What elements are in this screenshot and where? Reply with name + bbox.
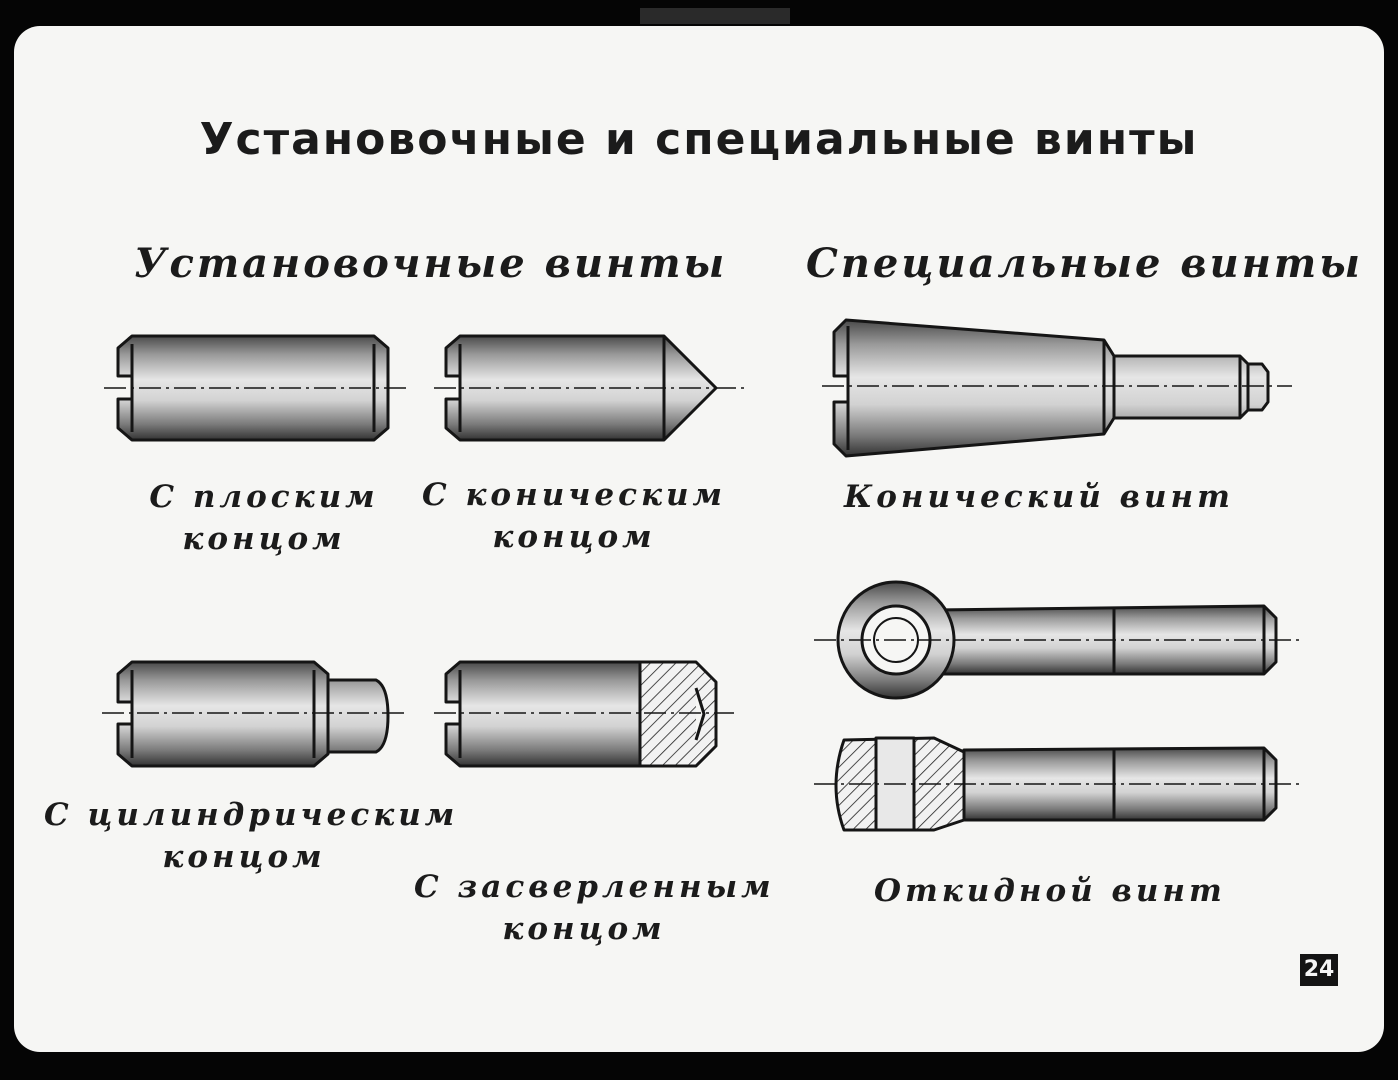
set-screw-cone-end — [434, 334, 744, 442]
caption-flat-end-line2: концом — [182, 521, 346, 557]
caption-flat-end-line1: С плоским — [149, 479, 379, 515]
caption-cone-end-line1: С коническим — [421, 477, 726, 513]
caption-drilled-end: С засверленным концом — [414, 866, 775, 950]
caption-drilled-end-line1: С засверленным — [414, 869, 775, 905]
set-screw-cylinder-end — [102, 660, 406, 768]
section-title-special-screws: Специальные винты — [806, 240, 1363, 287]
set-screw-drilled-end — [434, 660, 734, 768]
caption-cone-end: С коническим концом — [414, 474, 734, 558]
section-title-set-screws: Установочные винты — [134, 240, 728, 287]
page-title: Установочные и специальные винты — [199, 114, 1199, 165]
conical-screw-drawing — [822, 318, 1292, 458]
caption-eye-screw: Откидной винт — [874, 873, 1226, 909]
caption-drilled-end-line2: концом — [502, 911, 666, 947]
caption-cylinder-end-line1: С цилиндрическим — [44, 797, 459, 833]
page-number-badge: 24 — [1300, 954, 1338, 986]
eye-screw-section-view — [814, 736, 1302, 832]
caption-cylinder-end-line2: концом — [162, 839, 326, 875]
caption-flat-end: С плоским концом — [114, 476, 414, 560]
screw-drawings — [102, 318, 1302, 832]
set-screw-flat-end — [104, 334, 406, 442]
slide: Установочные и специальные винты Установ… — [14, 26, 1384, 1052]
caption-cone-end-line2: концом — [492, 519, 656, 555]
caption-conical-screw: Конический винт — [844, 479, 1234, 515]
film-edge — [640, 8, 790, 24]
caption-cylinder-end: С цилиндрическим концом — [44, 794, 459, 878]
eye-screw-top-view — [814, 580, 1302, 700]
